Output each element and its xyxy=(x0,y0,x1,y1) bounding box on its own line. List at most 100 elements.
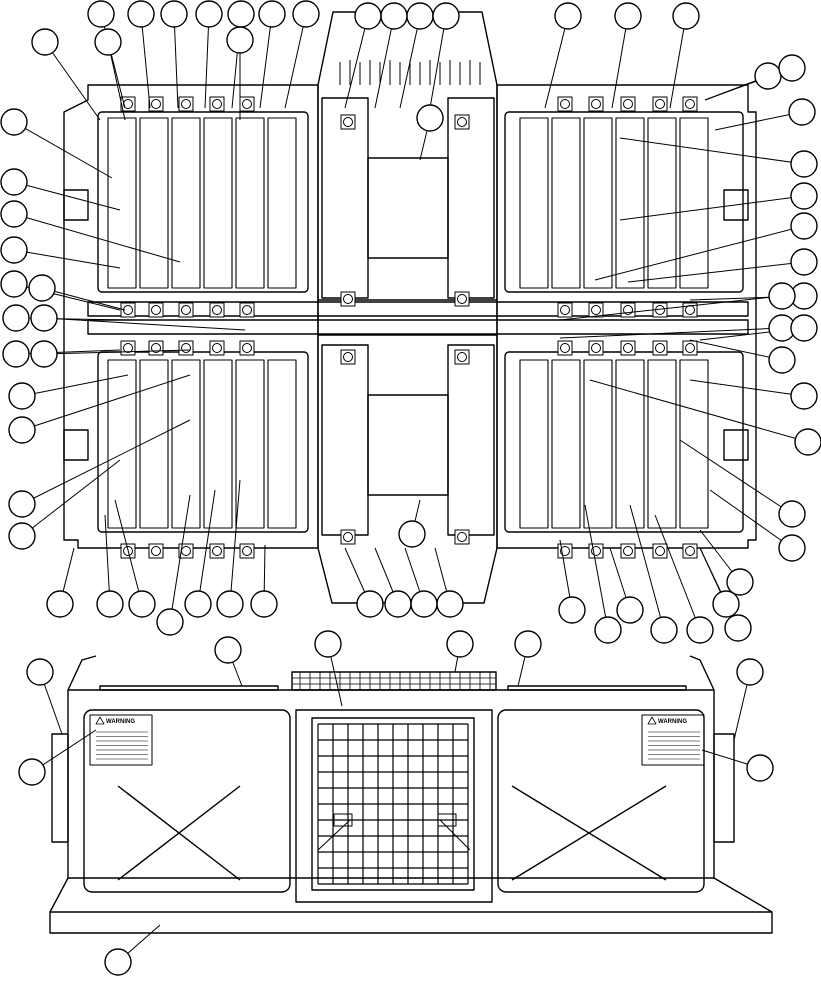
callout-balloon xyxy=(8,490,36,518)
callout-balloon xyxy=(736,658,764,686)
callout-balloon xyxy=(8,382,36,410)
callout-balloon xyxy=(28,274,56,302)
callout-balloon xyxy=(398,520,426,548)
callout-balloon xyxy=(436,590,464,618)
callout-balloon xyxy=(768,282,796,310)
left-warning-title: WARNING xyxy=(106,719,135,725)
callout-balloon xyxy=(790,150,818,178)
callout-balloon xyxy=(410,590,438,618)
right-upper-bracket xyxy=(723,189,749,221)
callout-balloon xyxy=(216,590,244,618)
callout-balloon xyxy=(0,168,28,196)
callout-balloon xyxy=(416,104,444,132)
center-vent-grille xyxy=(311,717,475,891)
callout-balloon xyxy=(0,236,28,264)
caution-triangle-icon xyxy=(647,716,657,725)
upper-center-block xyxy=(367,157,449,259)
screw-head xyxy=(120,340,136,356)
front-view xyxy=(49,655,773,934)
callout-balloon xyxy=(96,590,124,618)
callout-balloon xyxy=(554,2,582,30)
leader-lines xyxy=(13,13,809,963)
callout-balloon xyxy=(768,346,796,374)
vent-grid xyxy=(317,723,469,885)
callout-balloon xyxy=(184,590,212,618)
screw-head xyxy=(682,543,698,559)
callout-balloon xyxy=(354,2,382,30)
screw-head xyxy=(454,529,470,545)
screw-head xyxy=(682,96,698,112)
callout-balloon xyxy=(712,590,740,618)
screw-head xyxy=(148,543,164,559)
base-plate xyxy=(49,877,773,934)
lower-left-module xyxy=(321,344,369,536)
callout-balloon xyxy=(156,608,184,636)
callout-balloon xyxy=(128,590,156,618)
callout-balloon xyxy=(514,630,542,658)
screw-head xyxy=(557,340,573,356)
screw-head xyxy=(652,340,668,356)
callout-balloon xyxy=(292,0,320,28)
screw-head xyxy=(209,543,225,559)
right-inner-panel xyxy=(504,111,744,293)
left-upper-bracket xyxy=(63,189,89,221)
screw-head xyxy=(239,543,255,559)
callout-balloon xyxy=(724,614,752,642)
screw-head xyxy=(148,340,164,356)
screw-head xyxy=(340,349,356,365)
callout-balloon xyxy=(790,182,818,210)
screw-head xyxy=(148,302,164,318)
callout-balloon xyxy=(2,340,30,368)
callout-balloon xyxy=(250,590,278,618)
screw-head xyxy=(454,291,470,307)
callout-balloon xyxy=(790,212,818,240)
left-inner-panel-lower xyxy=(97,351,309,533)
callout-balloon xyxy=(778,54,806,82)
callout-balloon xyxy=(686,616,714,644)
left-top-rail xyxy=(99,685,279,691)
screw-head xyxy=(652,96,668,112)
screw-head xyxy=(682,340,698,356)
screw-heads xyxy=(120,96,698,559)
callout-balloon xyxy=(227,0,255,28)
center-vent-frame xyxy=(295,709,493,903)
screw-head xyxy=(209,302,225,318)
callout-balloon xyxy=(616,596,644,624)
callout-balloon xyxy=(46,590,74,618)
screw-head xyxy=(588,543,604,559)
left-lower-bracket xyxy=(63,429,89,461)
left-component-bays xyxy=(107,117,297,529)
screw-head xyxy=(557,96,573,112)
callout-balloon xyxy=(794,428,821,456)
upper-bus-bar xyxy=(87,301,749,317)
callout-balloon xyxy=(160,0,188,28)
callout-balloon xyxy=(127,0,155,28)
callout-balloon xyxy=(2,304,30,332)
screw-head xyxy=(620,340,636,356)
callout-balloon xyxy=(778,534,806,562)
callout-balloon xyxy=(754,62,782,90)
heat-sink-fins xyxy=(339,60,481,85)
screw-head xyxy=(588,96,604,112)
callout-balloon xyxy=(788,98,816,126)
screw-head xyxy=(178,340,194,356)
callout-balloon xyxy=(356,590,384,618)
callout-balloon xyxy=(314,630,342,658)
callout-balloon xyxy=(8,416,36,444)
top-view xyxy=(63,11,757,604)
callout-balloon xyxy=(87,0,115,28)
left-inner-panel xyxy=(97,111,309,293)
callout-balloon xyxy=(0,200,28,228)
callout-balloon xyxy=(432,2,460,30)
callout-balloon xyxy=(558,596,586,624)
top-grill-bars xyxy=(292,672,496,690)
callout-balloon xyxy=(650,616,678,644)
screw-head xyxy=(178,96,194,112)
right-warning-label xyxy=(641,714,705,766)
callout-balloon xyxy=(672,2,700,30)
right-access-panel xyxy=(497,709,705,893)
screw-head xyxy=(620,96,636,112)
right-warning-title: WARNING xyxy=(658,719,687,725)
